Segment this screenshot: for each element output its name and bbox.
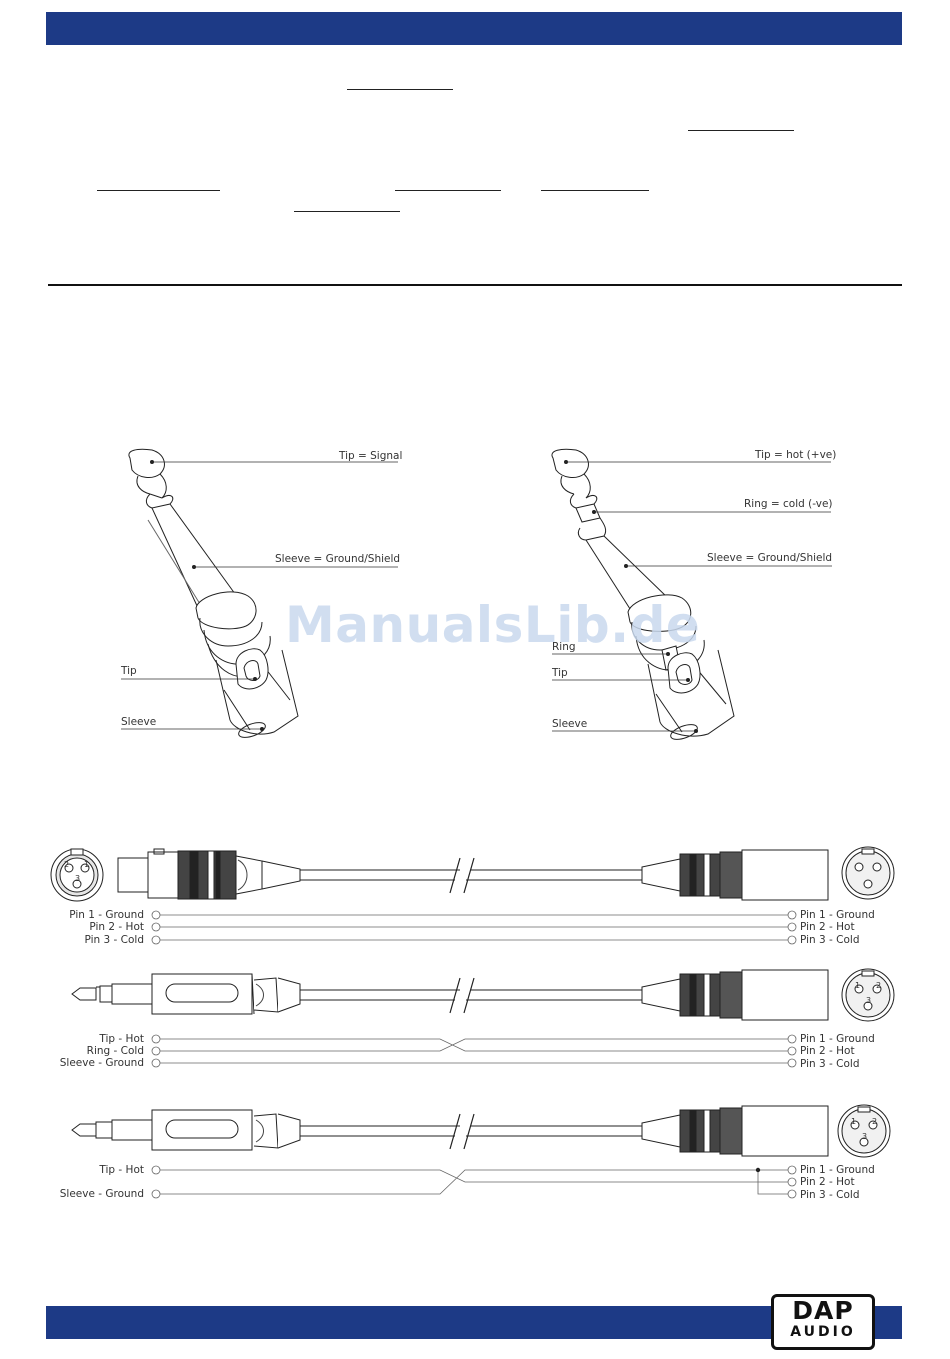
watermark: ManualsLib.de: [285, 596, 701, 654]
trs-jack-drawing: [551, 448, 735, 740]
link-underline[interactable]: [688, 130, 794, 131]
label-sleeve-ground: Sleeve = Ground/Shield: [707, 552, 833, 564]
label-tip: Tip: [552, 667, 568, 679]
cable2-right-label: Pin 1 - Ground: [800, 1033, 875, 1045]
cable1-left-label: Pin 2 - Hot: [89, 921, 144, 933]
footer-bar: [46, 1306, 902, 1339]
label-tip-hot: Tip = hot (+ve): [755, 449, 837, 461]
cable2-right-label: Pin 3 - Cold: [800, 1058, 860, 1070]
link-underline[interactable]: [97, 190, 220, 191]
cable3-left-label: Sleeve - Ground: [59, 1188, 144, 1200]
link-underline[interactable]: [395, 190, 501, 191]
cable3-right-label: Pin 2 - Hot: [800, 1176, 855, 1188]
label-sleeve-ground: Sleeve = Ground/Shield: [275, 553, 401, 565]
link-underline[interactable]: [294, 211, 400, 212]
logo-line2: AUDIO: [790, 1324, 856, 1340]
pin-number: 1: [855, 981, 861, 990]
cable1-left-label: Pin 3 - Cold: [84, 934, 145, 946]
logo-line1: DAP: [792, 1296, 854, 1325]
cable2-left-label: Ring - Cold: [86, 1045, 144, 1057]
label-ring: Ring: [552, 641, 576, 653]
cable3-right-label: Pin 1 - Ground: [800, 1164, 875, 1176]
pin-number: 3: [866, 996, 872, 1005]
cable3-right-label: Pin 3 - Cold: [800, 1189, 860, 1201]
label-tip: Tip: [121, 665, 137, 677]
cable2-left-label: Sleeve - Ground: [59, 1057, 144, 1069]
pin-number: 2: [876, 981, 882, 990]
cable3-drawing: [71, 1104, 891, 1158]
cable1-right-label: Pin 1 - Ground: [800, 909, 875, 921]
pin-number: 1: [84, 860, 90, 869]
section-divider: [48, 284, 902, 286]
label-ring-cold: Ring = cold (-ve): [744, 498, 833, 510]
cable1-drawing: [50, 846, 895, 902]
link-underline[interactable]: [541, 190, 649, 191]
link-underline[interactable]: [347, 89, 453, 90]
cable1-right-label: Pin 2 - Hot: [800, 921, 855, 933]
cable3-left-label: Tip - Hot: [99, 1164, 144, 1176]
label-tip-signal: Tip = Signal: [339, 450, 403, 462]
cable2-drawing: [71, 968, 895, 1022]
ts-jack-drawing: [128, 448, 299, 738]
pin-number: 3: [75, 874, 81, 883]
pin-number: 1: [851, 1117, 857, 1126]
header-bar: [46, 12, 902, 45]
cable1-left-label: Pin 1 - Ground: [69, 909, 144, 921]
pin-number: 2: [64, 860, 70, 869]
cable2-right-label: Pin 2 - Hot: [800, 1045, 855, 1057]
dap-audio-logo: DAP AUDIO: [771, 1294, 875, 1350]
cable2-left-label: Tip - Hot: [99, 1033, 144, 1045]
label-sleeve: Sleeve: [121, 716, 157, 728]
pin-number: 3: [862, 1132, 868, 1141]
cable1-right-label: Pin 3 - Cold: [800, 934, 860, 946]
label-sleeve: Sleeve: [552, 718, 588, 730]
pin-number: 2: [872, 1117, 878, 1126]
